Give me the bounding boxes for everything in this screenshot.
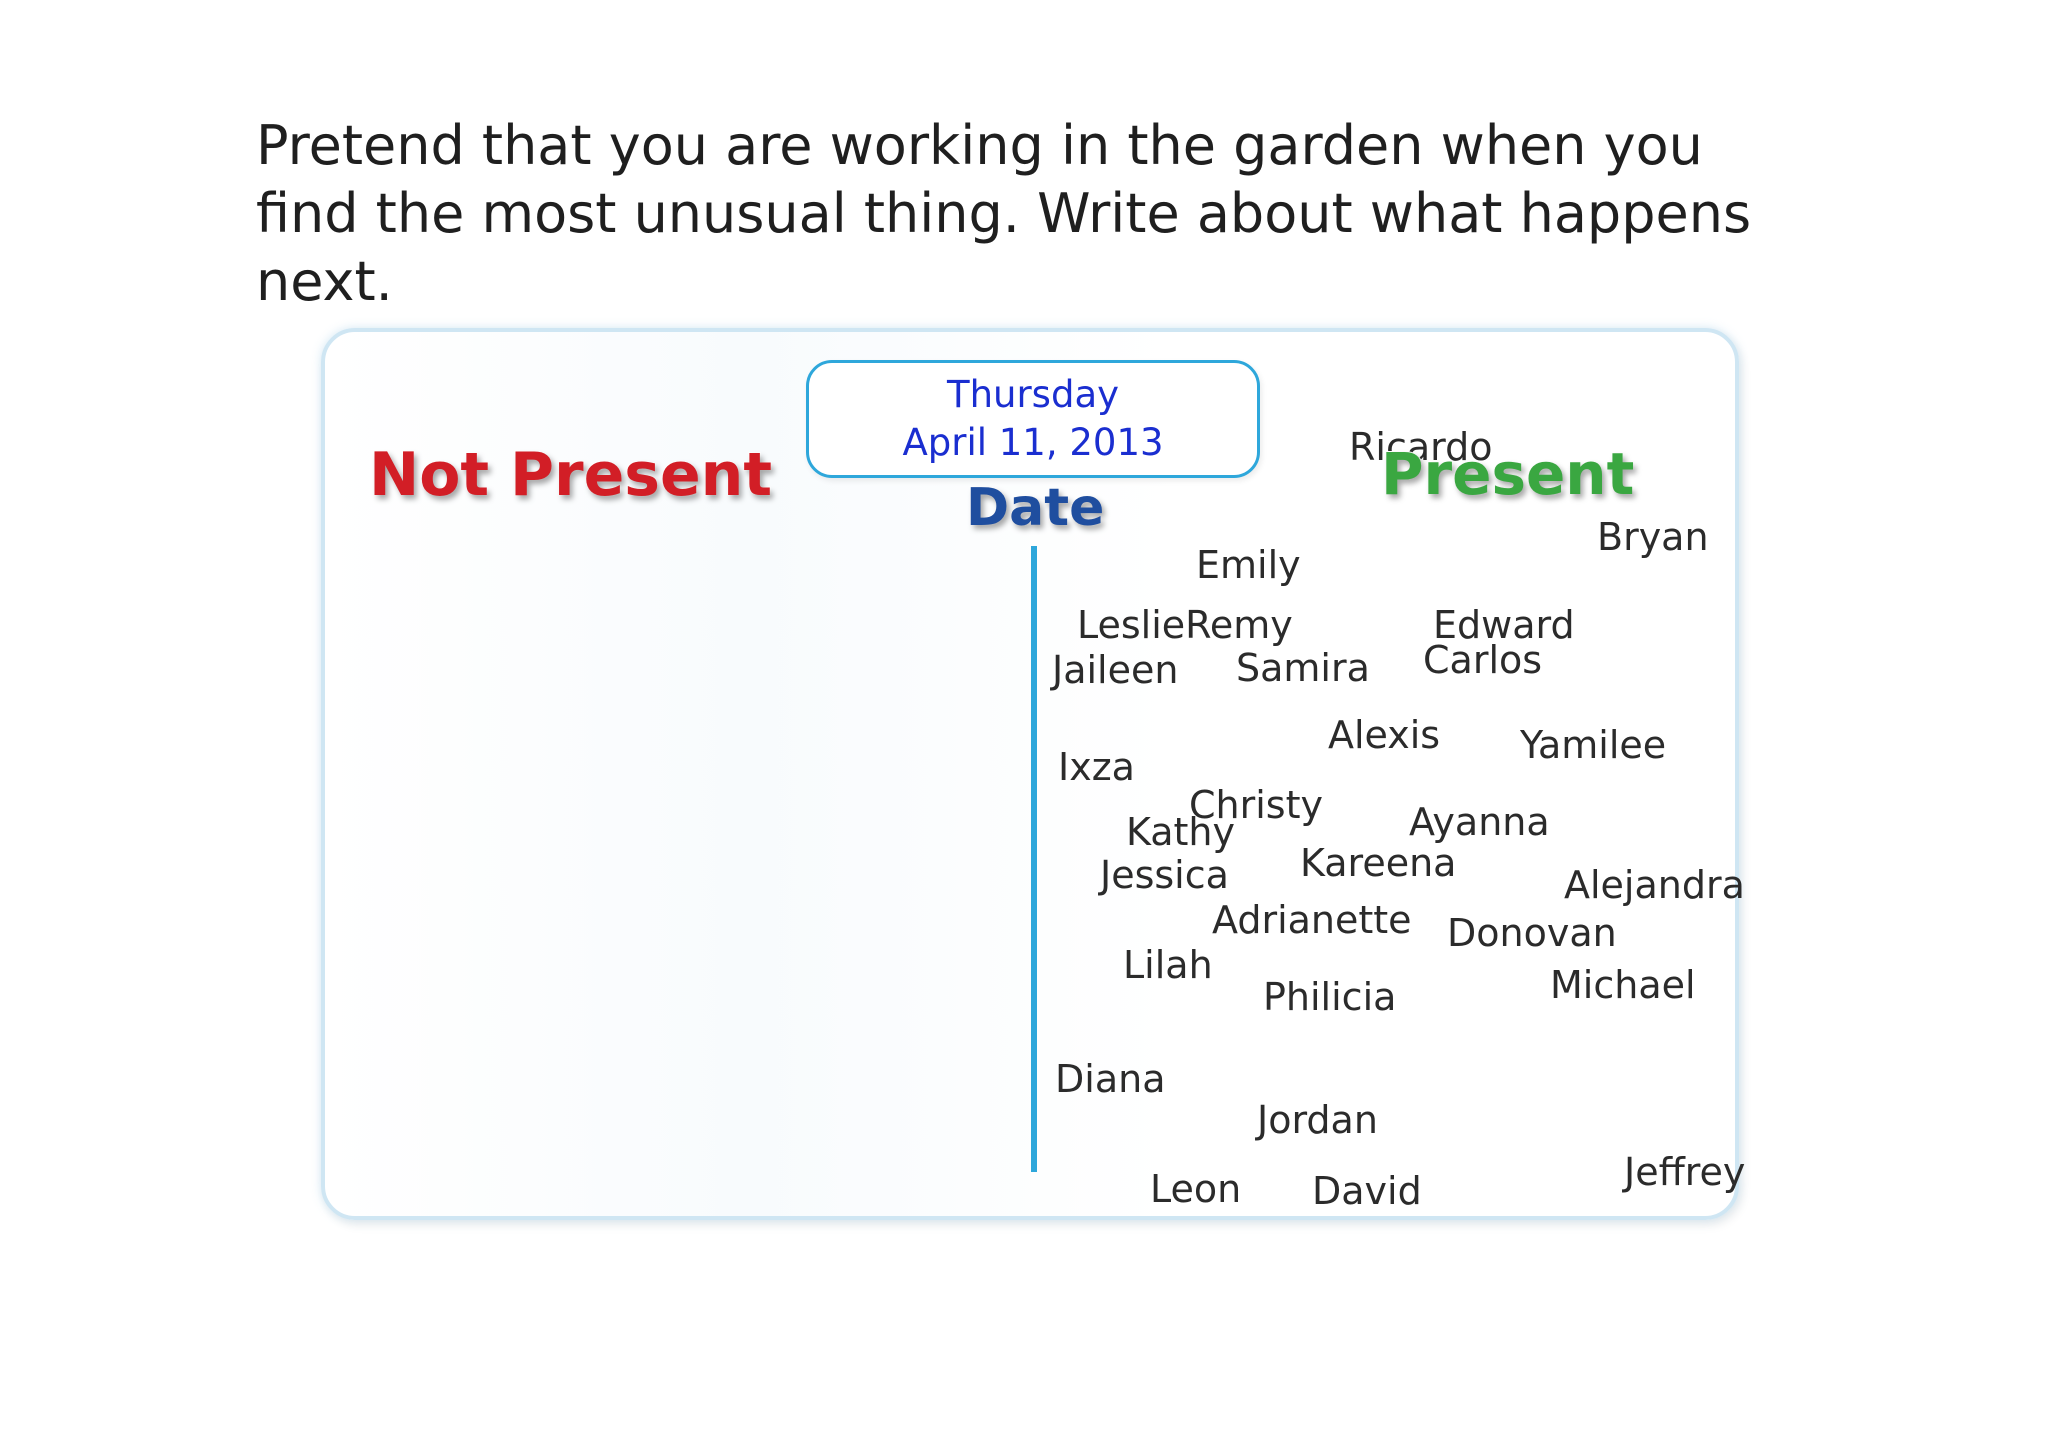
student-name-draggable[interactable]: Kathy	[1126, 810, 1236, 854]
student-name-draggable[interactable]: Jaileen	[1052, 648, 1179, 692]
student-name-draggable[interactable]: Leon	[1150, 1167, 1242, 1211]
student-name-draggable[interactable]: Yamilee	[1520, 723, 1667, 767]
student-name-draggable[interactable]: Diana	[1055, 1057, 1166, 1101]
student-name-draggable[interactable]: Ricardo	[1349, 425, 1493, 469]
student-name-draggable[interactable]: Christy	[1189, 783, 1323, 827]
student-name-draggable[interactable]: Emily	[1196, 543, 1301, 587]
student-name-draggable[interactable]: Alejandra	[1564, 863, 1745, 907]
column-divider	[1031, 546, 1037, 1172]
student-name-draggable[interactable]: LeslieRemy	[1077, 603, 1293, 647]
student-name-draggable[interactable]: Philicia	[1263, 975, 1397, 1019]
student-name-draggable[interactable]: Adrianette	[1212, 898, 1412, 942]
student-name-draggable[interactable]: Edward	[1433, 603, 1575, 647]
not-present-heading: Not Present	[368, 439, 773, 511]
prompt-line: next.	[256, 250, 393, 313]
student-name-draggable[interactable]: Jeffrey	[1624, 1150, 1746, 1194]
student-name-draggable[interactable]: Carlos	[1423, 638, 1543, 682]
present-heading: Present	[1380, 439, 1635, 509]
student-name-draggable[interactable]: Ixza	[1058, 745, 1135, 789]
writing-prompt: Pretend that you are working in the gard…	[256, 112, 1816, 316]
prompt-line: Pretend that you are working in the gard…	[256, 114, 1703, 177]
student-name-draggable[interactable]: Lilah	[1123, 943, 1213, 987]
date-value: April 11, 2013	[902, 421, 1164, 464]
date-day: Thursday	[946, 373, 1120, 416]
student-name-draggable[interactable]: Ayanna	[1409, 800, 1550, 844]
date-heading: Date	[965, 477, 1105, 539]
student-name-draggable[interactable]: Samira	[1236, 646, 1370, 690]
student-name-draggable[interactable]: Kareena	[1300, 841, 1457, 885]
student-name-draggable[interactable]: David	[1312, 1169, 1422, 1213]
student-name-draggable[interactable]: Jordan	[1257, 1098, 1378, 1142]
student-name-draggable[interactable]: Jessica	[1100, 853, 1229, 897]
student-name-draggable[interactable]: Alexis	[1328, 713, 1441, 757]
date-box: Thursday April 11, 2013	[806, 360, 1260, 478]
student-name-draggable[interactable]: Bryan	[1597, 515, 1709, 559]
prompt-line: find the most unusual thing. Write about…	[256, 182, 1752, 245]
student-name-draggable[interactable]: Michael	[1550, 963, 1696, 1007]
student-name-draggable[interactable]: Donovan	[1447, 911, 1617, 955]
